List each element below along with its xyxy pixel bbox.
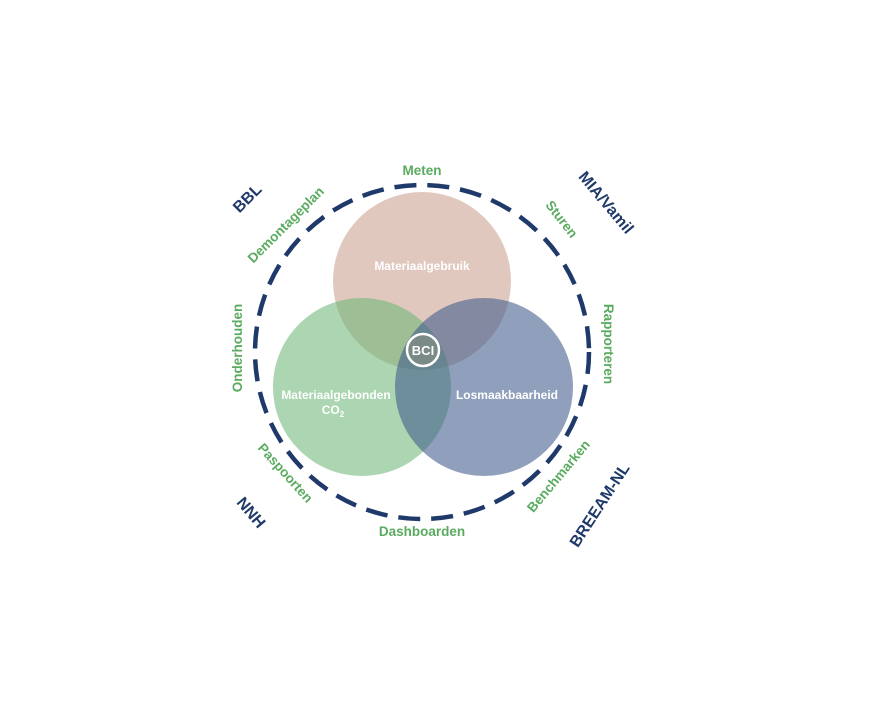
- circle-materiaalgebonden-co2: [273, 298, 451, 476]
- corner-label-nnh: NNH: [233, 494, 268, 531]
- label-materiaalgebruik: Materiaalgebruik: [374, 259, 470, 273]
- ring-label-sturen: Sturen: [542, 198, 580, 241]
- label-co2-main: CO: [322, 403, 340, 417]
- circle-losmaakbaarheid: [395, 298, 573, 476]
- ring-label-rapporteren: Rapporteren: [601, 304, 616, 384]
- label-materiaalgebonden: Materiaalgebonden: [281, 388, 390, 402]
- corner-label-mia-vamil: MIA/Vamil: [575, 169, 637, 238]
- label-co2-sub: 2: [340, 410, 345, 419]
- ring-label-onderhouden: Onderhouden: [230, 304, 245, 393]
- label-losmaakbaarheid: Losmaakbaarheid: [456, 388, 558, 402]
- corner-label-bbl: BBL: [230, 181, 265, 216]
- corner-label-breeam-nl: BREEAM-NL: [567, 460, 634, 550]
- dashed-ring: [252, 182, 592, 522]
- label-co2: CO2: [322, 403, 345, 419]
- bci-logo: BCI: [405, 332, 441, 368]
- ring-label-meten: Meten: [402, 163, 441, 178]
- bci-logo-text: BCI: [412, 343, 434, 358]
- ring-label-dashboarden: Dashboarden: [379, 524, 465, 539]
